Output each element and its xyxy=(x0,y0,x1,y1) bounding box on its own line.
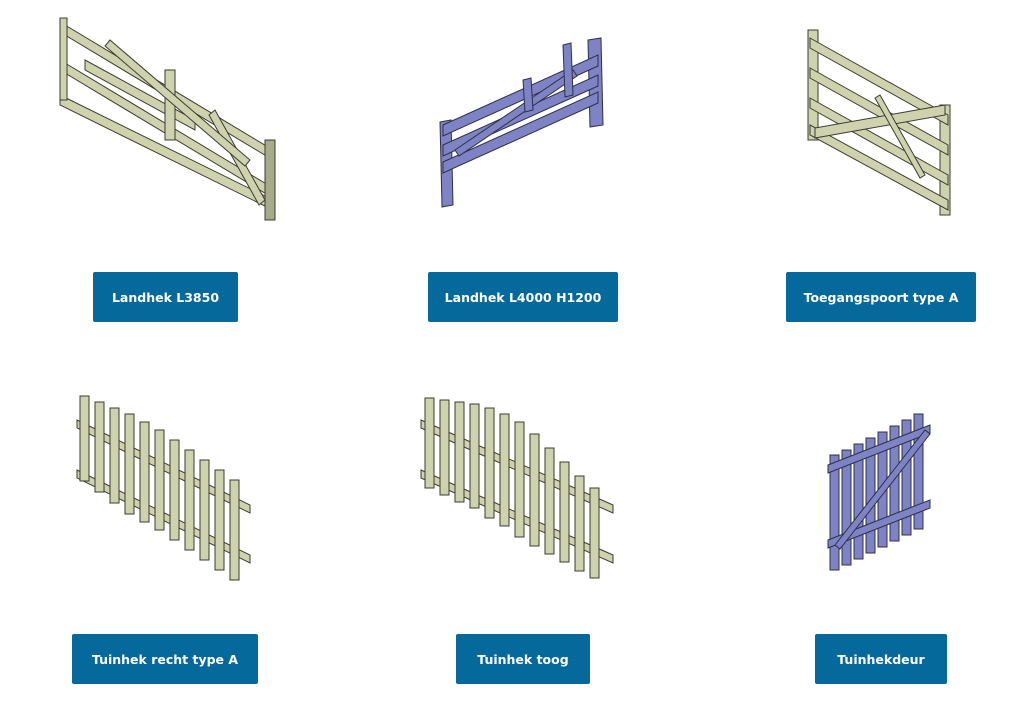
toegangspoort-type-a-button[interactable]: Toegangspoort type A xyxy=(786,272,976,322)
tuinhekdeur-button[interactable]: Tuinhekdeur xyxy=(815,634,947,684)
product-card-tuinhek-toog[interactable]: Tuinhek toog xyxy=(373,370,673,690)
tuinhek-toog-button[interactable]: Tuinhek toog xyxy=(456,634,590,684)
landhek-l3850-drawing[interactable] xyxy=(15,0,315,240)
product-card-tuinhekdeur[interactable]: Tuinhekdeur xyxy=(730,370,1024,690)
product-card-landhek-l3850[interactable]: Landhek L3850 xyxy=(15,0,315,330)
landhek-l3850-button[interactable]: Landhek L3850 xyxy=(93,272,238,322)
tuinhek-toog-drawing[interactable] xyxy=(373,370,673,610)
tuinhek-recht-type-a-drawing[interactable] xyxy=(20,370,320,610)
landhek-l4000-h1200-button[interactable]: Landhek L4000 H1200 xyxy=(428,272,618,322)
tuinhekdeur-drawing[interactable] xyxy=(730,370,1024,610)
landhek-l4000-h1200-drawing[interactable] xyxy=(373,0,673,240)
product-card-tuinhek-recht-type-a[interactable]: Tuinhek recht type A xyxy=(20,370,320,690)
product-card-toegangspoort-type-a[interactable]: Toegangspoort type A xyxy=(730,0,1024,330)
tuinhek-recht-type-a-button[interactable]: Tuinhek recht type A xyxy=(72,634,258,684)
toegangspoort-type-a-drawing[interactable] xyxy=(730,0,1024,240)
product-card-landhek-l4000-h1200[interactable]: Landhek L4000 H1200 xyxy=(373,0,673,330)
